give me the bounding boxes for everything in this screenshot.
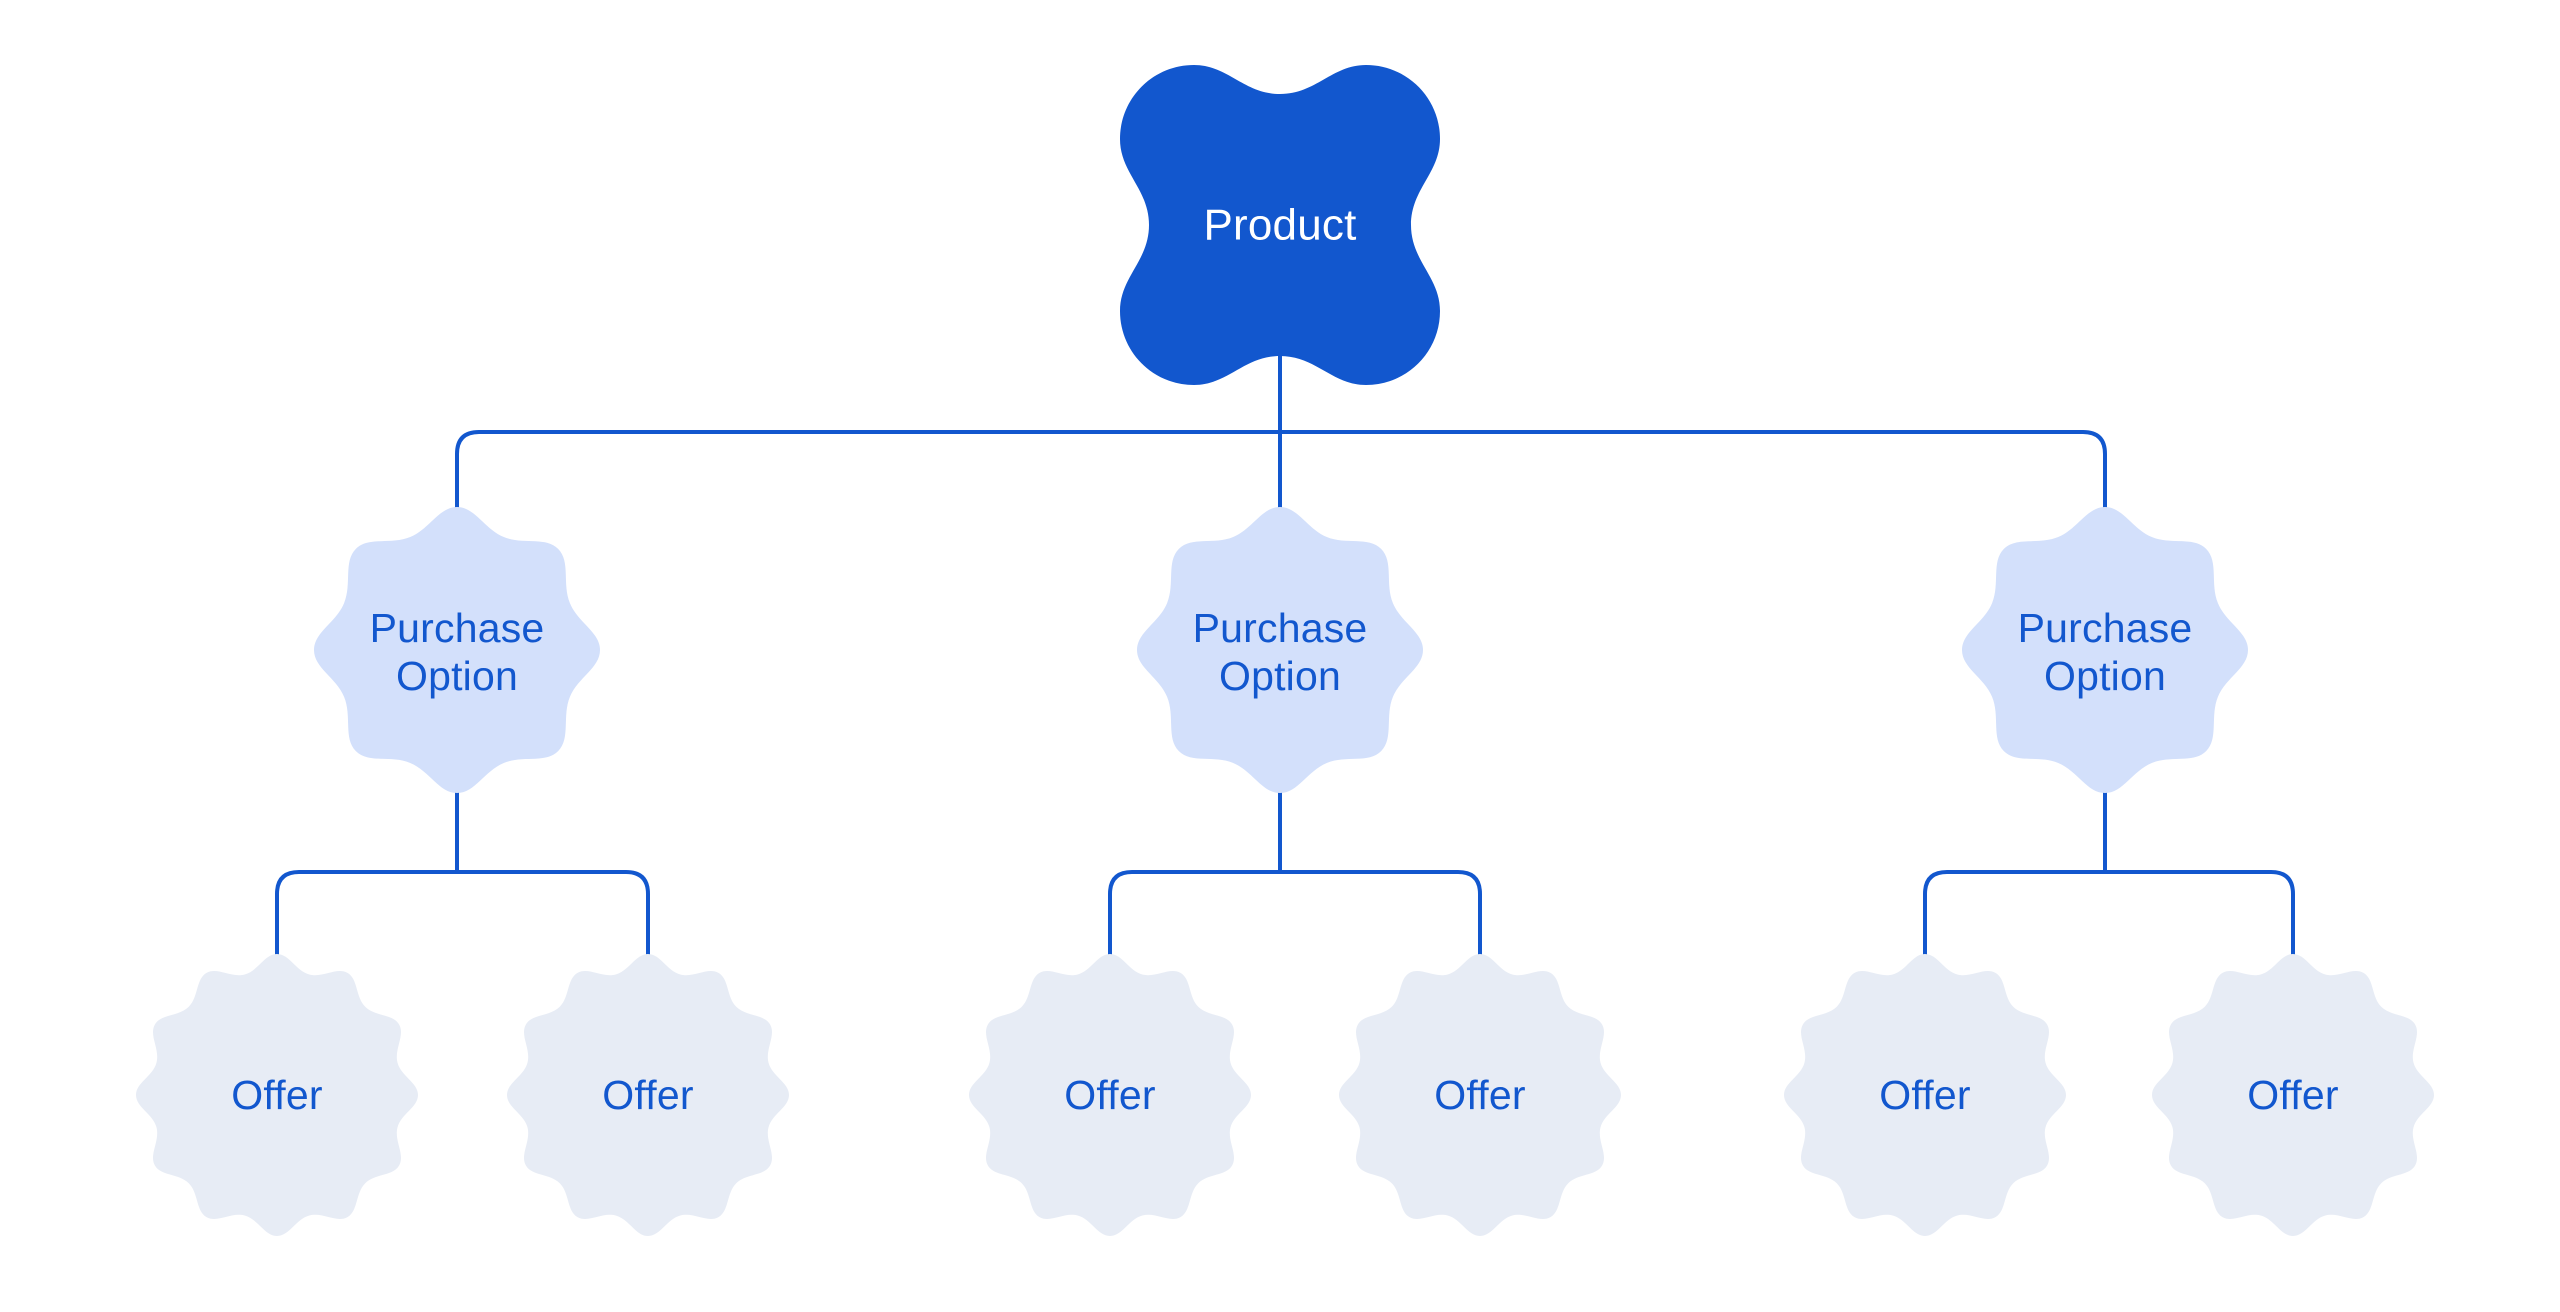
offer-node-shape [136, 954, 418, 1236]
node-offer[interactable]: Offer [1339, 954, 1621, 1236]
connector-bus-po-3 [1923, 870, 2295, 964]
connector-layer [275, 353, 2295, 964]
offer-node-shape [507, 954, 789, 1236]
node-product[interactable]: Product [1120, 65, 1440, 385]
connector-bus-po-1 [275, 870, 650, 964]
offer-node-shape [1784, 954, 2066, 1236]
node-offer[interactable]: Offer [969, 954, 1251, 1236]
node-offer[interactable]: Offer [507, 954, 789, 1236]
node-offer[interactable]: Offer [1784, 954, 2066, 1236]
offers-layer: Offer Offer Offer Offer Offer Offer [136, 954, 2434, 1236]
product-node-shape [1120, 65, 1440, 385]
offer-node-shape [969, 954, 1251, 1236]
node-offer[interactable]: Offer [136, 954, 418, 1236]
connector-bus-po-2 [1108, 870, 1482, 964]
offer-node-shape [2152, 954, 2434, 1236]
purchase-option-node-shape [1962, 507, 2248, 793]
purchase-option-node-shape [1137, 507, 1423, 793]
node-offer[interactable]: Offer [2152, 954, 2434, 1236]
offer-node-shape [1339, 954, 1621, 1236]
purchase-option-node-shape [314, 507, 600, 793]
